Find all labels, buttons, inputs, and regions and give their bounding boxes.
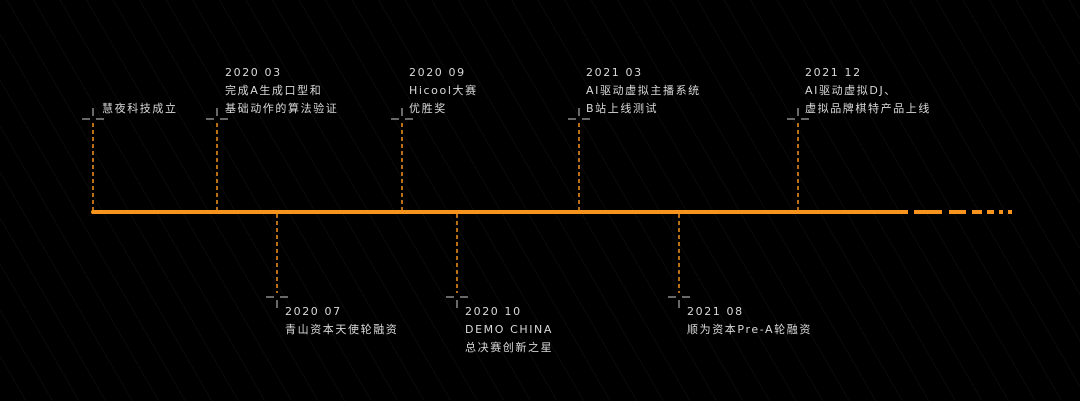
milestone-text: 基础动作的算法验证 [225,102,339,115]
milestone-dot [796,210,800,214]
milestone-text: Hicool大赛 [409,84,478,97]
milestone-date: 2020 09 [409,66,466,79]
milestone-label-2020-03: 2020 03 完成A生成口型和 基础动作的算法验证 [225,64,338,118]
milestone-text: 完成A生成口型和 [225,84,323,97]
milestone-date: 2020 10 [465,305,522,318]
milestone-text: 青山资本天使轮融资 [285,323,399,336]
milestone-text: AI驱动虚拟DJ、 [805,84,897,97]
milestone-text: 慧夜科技成立 [102,102,178,115]
milestone-text: 总决赛创新之星 [465,341,554,354]
milestone-text: 虚拟品牌棋特产品上线 [805,102,931,115]
milestone-label-2021-03: 2021 03 AI驱动虚拟主播系统 B站上线测试 [586,64,701,118]
milestone-dot [275,210,279,214]
milestone-dot [91,210,95,214]
milestone-dot [455,210,459,214]
milestone-marker-2020-07 [266,210,288,308]
milestone-marker-2021-12 [787,108,809,214]
milestone-text: 顺为资本Pre-A轮融资 [687,323,812,336]
milestone-label-2021-12: 2021 12 AI驱动虚拟DJ、 虚拟品牌棋特产品上线 [805,64,931,118]
milestone-marker-2020-09 [391,108,413,214]
milestone-marker-2021-08 [668,210,690,308]
milestone-label-2021-08: 2021 08 顺为资本Pre-A轮融资 [687,303,812,339]
milestone-dot [677,210,681,214]
milestone-marker-2020-10 [446,210,468,308]
milestone-marker-founded [82,108,104,214]
milestone-label-2020-09: 2020 09 Hicool大赛 优胜奖 [409,64,478,118]
milestone-marker-2021-03 [568,108,590,214]
milestone-dot [400,210,404,214]
milestone-date: 2020 07 [285,305,342,318]
milestone-dot [215,210,219,214]
milestone-label-2020-10: 2020 10 DEMO CHINA 总决赛创新之星 [465,303,553,357]
milestone-date: 2020 03 [225,66,282,79]
milestone-label-2020-07: 2020 07 青山资本天使轮融资 [285,303,398,339]
milestone-marker-2020-03 [206,108,228,214]
milestone-dot [577,210,581,214]
milestone-date: 2021 12 [805,66,862,79]
milestone-text: DEMO CHINA [465,323,554,336]
milestone-text: AI驱动虚拟主播系统 [586,84,701,97]
milestone-label-founded: 慧夜科技成立 [102,100,178,118]
milestone-date: 2021 03 [586,66,643,79]
milestone-text: 优胜奖 [409,102,447,115]
milestone-date: 2021 08 [687,305,744,318]
milestone-text: B站上线测试 [586,102,659,115]
